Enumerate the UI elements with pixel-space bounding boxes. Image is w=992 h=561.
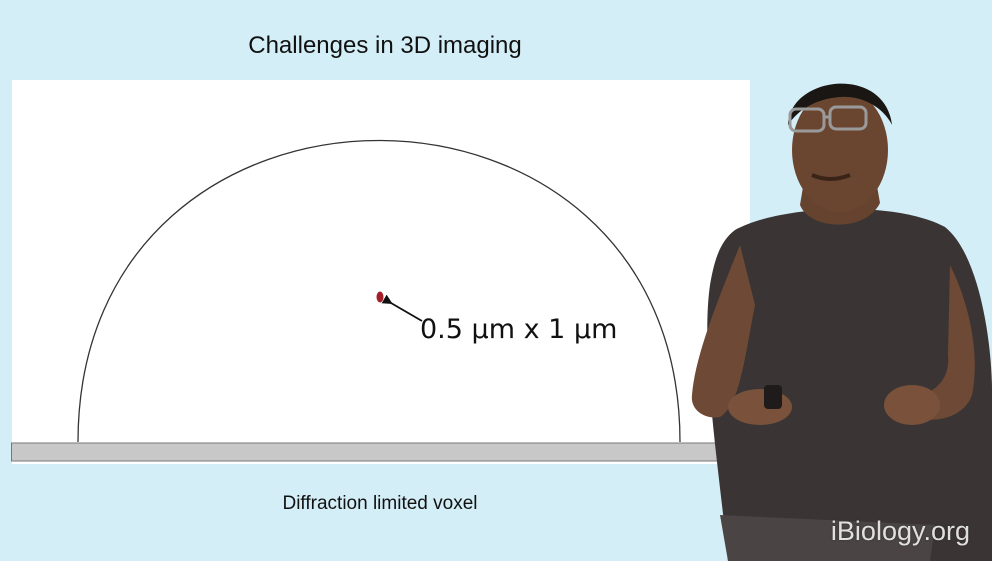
diagram-canvas bbox=[12, 80, 750, 464]
hemisphere-diagram bbox=[77, 139, 681, 443]
diagram-caption: Diffraction limited voxel bbox=[282, 493, 478, 514]
slide-title: Challenges in 3D imaging bbox=[248, 32, 522, 59]
voxel-arrow bbox=[381, 294, 423, 322]
voxel-dot bbox=[376, 291, 384, 303]
voxel-size-label: 0.5 μm x 1 μm bbox=[420, 314, 618, 345]
ibiology-watermark: iBiology.org bbox=[830, 516, 970, 546]
coverslip-substrate bbox=[11, 442, 751, 462]
cell-dome-outline bbox=[77, 139, 681, 443]
presenter-figure bbox=[691, 83, 992, 561]
